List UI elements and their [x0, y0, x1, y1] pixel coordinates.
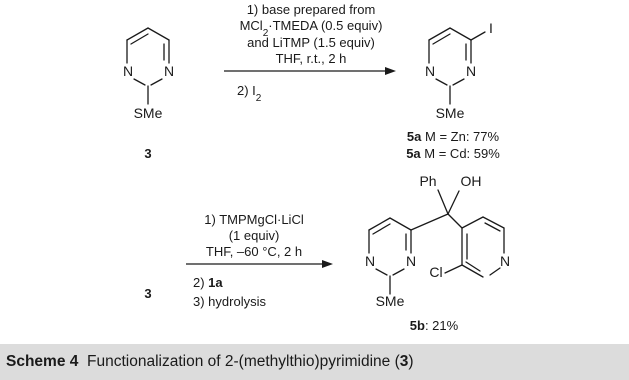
caption-label: Scheme 4	[6, 353, 79, 370]
r1-cond-line5: 2) I2	[237, 83, 262, 104]
r2-cond-line5: 3) hydrolysis	[193, 294, 266, 309]
product-phenyl: Ph	[419, 173, 436, 189]
r2-cond-line3: THF, –60 °C, 2 h	[206, 244, 302, 259]
reactant-smethyl: SMe	[134, 105, 163, 121]
reaction1-arrowhead	[385, 67, 396, 75]
reactant-label-3: 3	[144, 146, 151, 161]
product-smethyl: SMe	[436, 105, 465, 121]
atom-n-right: N	[164, 63, 174, 79]
caption-compound: 3	[399, 353, 409, 370]
atom-n-right: N	[406, 253, 416, 269]
r2-cond-line4: 2) 1a	[193, 275, 223, 290]
caption-text-before: Functionalization of 2-(methylthio)pyrim…	[87, 353, 400, 370]
atom-n-pyridine: N	[500, 253, 510, 269]
product-5b-structure	[368, 189, 505, 295]
atom-n-left: N	[425, 63, 435, 79]
r2-cond-line2: (1 equiv)	[229, 228, 280, 243]
yield-5a-zn: 5a M = Zn: 77%	[407, 129, 500, 144]
product-smethyl: SMe	[376, 293, 405, 309]
atom-n-left: N	[365, 253, 375, 269]
yield-5b: 5b: 21%	[410, 318, 459, 333]
reaction2-arrowhead	[322, 260, 333, 268]
product-chlorine: Cl	[429, 264, 442, 280]
reactant2-label-3: 3	[144, 286, 151, 301]
atom-n-right: N	[466, 63, 476, 79]
r2-cond-line1: 1) TMPMgCl·LiCl	[204, 212, 304, 227]
yield-5a-cd: 5a M = Cd: 59%	[406, 146, 500, 161]
product-iodine: I	[489, 20, 493, 36]
reaction-diagram: N N SMe 3 1) base prepared from MCl2·TME…	[123, 2, 510, 333]
scheme-caption: Scheme 4 Functionalization of 2-(methylt…	[0, 344, 629, 380]
product-hydroxyl: OH	[461, 173, 482, 189]
caption-text-after: )	[408, 353, 414, 370]
atom-n-left: N	[123, 63, 133, 79]
product-5a-structure	[428, 27, 486, 105]
r1-cond-line2: MCl2·TMEDA (0.5 equiv)	[240, 18, 383, 39]
reactant-pyrimidine-3	[126, 27, 170, 105]
r1-cond-line4: THF, r.t., 2 h	[276, 51, 347, 66]
r1-cond-line1: 1) base prepared from	[247, 2, 376, 17]
r1-cond-line3: and LiTMP (1.5 equiv)	[247, 35, 375, 50]
